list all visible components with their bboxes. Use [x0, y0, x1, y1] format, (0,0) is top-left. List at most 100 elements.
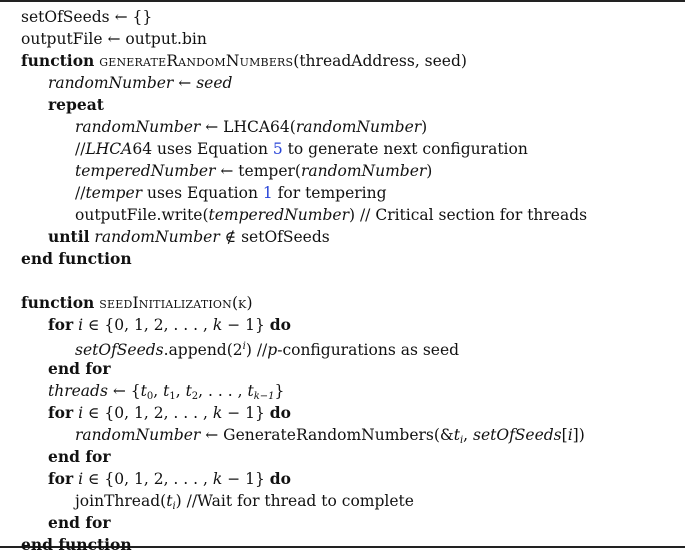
algorithm-token: ← GenerateRandomNumbers(&: [200, 426, 454, 444]
algorithm-token: t: [185, 382, 192, 400]
algorithm-line: outputFile.write(temperedNumber) // Crit…: [75, 204, 587, 226]
algorithm-token: k−1: [253, 391, 275, 402]
algorithm-token: to generate next configuration: [282, 140, 528, 158]
algorithm-token: //: [75, 184, 86, 202]
algorithm-token: i: [78, 470, 84, 488]
algorithm-token: i: [242, 341, 246, 352]
algorithm-token: outputFile.write(: [75, 206, 209, 224]
algorithm-line: until randomNumber ∉ setOfSeeds: [48, 226, 330, 248]
algorithm-token: repeat: [48, 95, 104, 114]
algorithm-token: until: [48, 227, 90, 246]
algorithm-token: seed: [196, 74, 233, 92]
algorithm-token: 0: [146, 391, 154, 402]
algorithm-line: repeat: [48, 94, 104, 116]
algorithm-token: randomNumber: [48, 74, 174, 92]
algorithm-token: ): [246, 294, 253, 312]
algorithm-token: 2: [191, 391, 199, 402]
algorithm-token: -configurations as seed: [277, 341, 460, 359]
algorithm-token: do: [269, 469, 291, 488]
algorithm-token: for: [48, 469, 74, 488]
algorithm-token: ,: [153, 382, 164, 400]
algorithm-token: − 1}: [222, 404, 270, 422]
algorithm-token: t: [453, 426, 460, 444]
algorithm-token: temperedNumber: [208, 206, 349, 224]
algorithm-token: ← {: [107, 382, 141, 400]
algorithm-token: t: [140, 382, 147, 400]
algorithm-line: end for: [48, 358, 111, 380]
algorithm-token: − 1}: [222, 316, 270, 334]
algorithm-token: , . . . ,: [198, 382, 248, 400]
algorithm-line: randomNumber ← GenerateRandomNumbers(&ti…: [75, 424, 585, 446]
algorithm-line: setOfSeeds ← {}: [21, 6, 152, 28]
algorithm-token: function: [21, 51, 95, 70]
algorithm-token: i: [567, 426, 573, 444]
algorithm-token: end function: [21, 535, 132, 554]
algorithm-token: joinThread(: [75, 492, 167, 510]
algorithm-token: end for: [48, 447, 111, 466]
algorithm-token: randomNumber: [295, 118, 422, 136]
algorithm-token: end for: [48, 513, 111, 532]
algorithm-token: i: [78, 404, 84, 422]
algorithm-token: 1: [262, 184, 273, 202]
algorithm-line: joinThread(ti) //Wait for thread to comp…: [75, 490, 414, 512]
algorithm-line: outputFile ← output.bin: [21, 28, 207, 50]
algorithm-token: end function: [21, 249, 132, 268]
algorithm-token: setOfSeeds: [75, 341, 164, 359]
algorithm-token: − 1}: [222, 470, 270, 488]
algorithm-token: i: [459, 435, 464, 446]
algorithm-token: outputFile ← output.bin: [21, 30, 207, 48]
algorithm-line: end function: [21, 248, 132, 270]
algorithm-line: randomNumber ← LHCA64(randomNumber): [75, 116, 427, 138]
algorithm-token: t: [247, 382, 254, 400]
algorithm-token: (threadAddress, seed): [293, 52, 467, 70]
algorithm-token: function: [21, 293, 95, 312]
algorithm-token: ←: [173, 74, 197, 92]
algorithm-token: for tempering: [272, 184, 387, 202]
algorithm-token: ) //Wait for thread to complete: [175, 492, 414, 510]
algorithm-token: [: [561, 426, 568, 444]
algorithm-token: t: [163, 382, 170, 400]
algorithm-token: ← temper(: [215, 162, 301, 180]
algorithm-token: k: [212, 470, 223, 488]
algorithm-token: p: [267, 341, 278, 359]
algorithm-line: threads ← {t0, t1, t2, . . . , tk−1}: [48, 380, 284, 402]
algorithm-line: end for: [48, 512, 111, 534]
algorithm-token: ,: [463, 426, 473, 444]
algorithm-token: uses Equation: [142, 184, 263, 202]
algorithm-token: end for: [48, 359, 111, 378]
algorithm-token: ∈ {0, 1, 2, . . . ,: [83, 404, 213, 422]
algorithm-token: ← LHCA64(: [200, 118, 296, 136]
algorithm-token: ): [421, 118, 428, 136]
algorithm-token: ∈ {0, 1, 2, . . . ,: [83, 316, 213, 334]
algorithm-token: t: [166, 492, 173, 510]
algorithm-line: end function: [21, 534, 132, 556]
algorithm-token: LHCA: [85, 140, 133, 158]
algorithm-token: ∈ {0, 1, 2, . . . ,: [83, 470, 213, 488]
algorithm-line: for i ∈ {0, 1, 2, . . . , k − 1} do: [48, 314, 291, 336]
algorithm-token: for: [48, 315, 74, 334]
algorithm-line: temperedNumber ← temper(randomNumber): [75, 160, 432, 182]
algorithm-token: ) //: [245, 341, 268, 359]
algorithm-line: randomNumber ← seed: [48, 72, 232, 94]
algorithm-token: setOfSeeds: [473, 426, 562, 444]
algorithm-token: 64 uses Equation: [132, 140, 273, 158]
algorithm-line: //LHCA64 uses Equation 5 to generate nex…: [75, 138, 528, 160]
algorithm-token: ) // Critical section for threads: [348, 206, 588, 224]
algorithm-token: 1: [169, 391, 176, 402]
algorithm-token: setOfSeeds ← {}: [21, 8, 153, 26]
algorithm-token: threads: [48, 382, 108, 400]
algorithm-token: k: [238, 294, 247, 312]
algorithm-token: k: [212, 316, 223, 334]
algorithm-line: for i ∈ {0, 1, 2, . . . , k − 1} do: [48, 468, 291, 490]
algorithm-token: ∉ setOfSeeds: [219, 228, 330, 246]
algorithm-token: randomNumber: [75, 426, 201, 444]
algorithm-token: k: [212, 404, 223, 422]
algorithm-token: seedInitialization: [99, 294, 232, 312]
algorithm-token: ): [426, 162, 433, 180]
algorithm-token: temperedNumber: [75, 162, 216, 180]
algorithm-line: for i ∈ {0, 1, 2, . . . , k − 1} do: [48, 402, 291, 424]
algorithm-token: ,: [175, 382, 186, 400]
algorithm-token: for: [48, 403, 74, 422]
algorithm-token: do: [269, 315, 291, 334]
